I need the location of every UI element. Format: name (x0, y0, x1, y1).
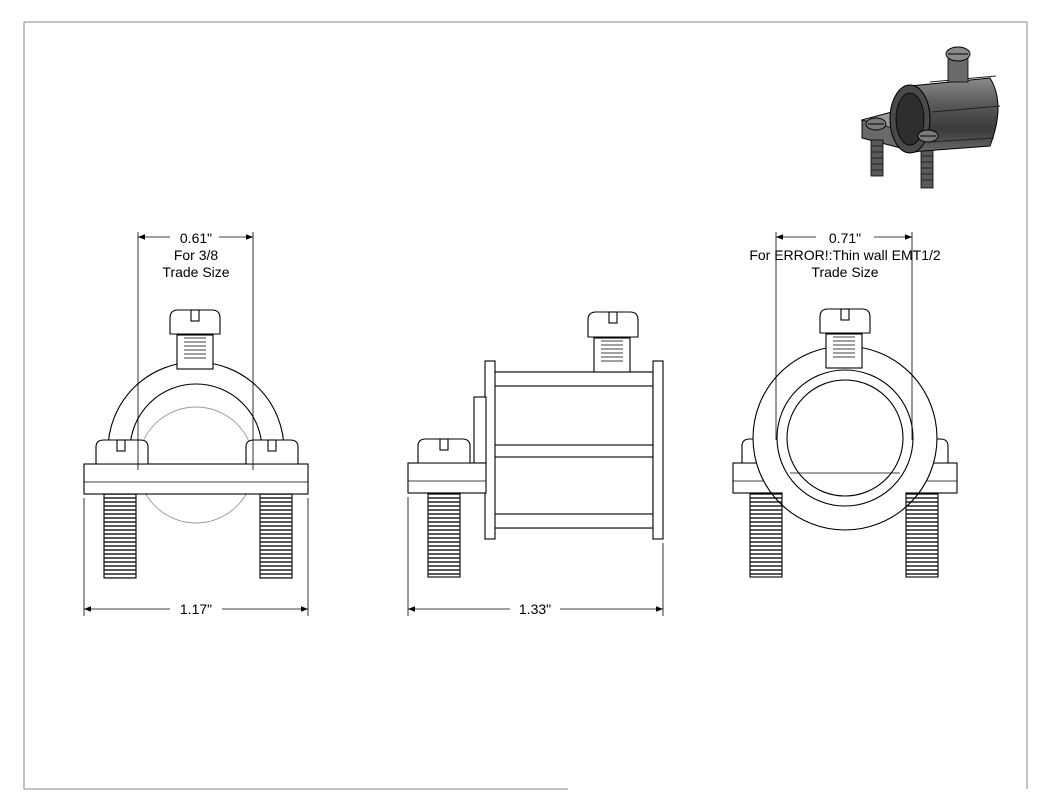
right-screw-shank-left (259, 493, 293, 579)
opening-note-line1-right: For ERROR!:Thin wall EMT1/2 (749, 247, 941, 263)
opening-note-line1-left: For 3/8 (174, 247, 219, 263)
base-plate-side (407, 462, 487, 494)
boss-thread-left (184, 337, 206, 359)
sheet-border (23, 21, 1028, 790)
saddle-strap-left (107, 361, 285, 451)
left-screw-shank-left (103, 493, 137, 579)
side-view: 1.33" (407, 311, 664, 617)
body-inner-right (776, 369, 914, 507)
front-view-left: 0.61" For 3/8 Trade Size 1.17" (83, 230, 309, 617)
opening-note-line2-left: Trade Size (162, 264, 229, 280)
left-screw-shank-right (749, 492, 783, 578)
screw-boss-side (593, 337, 631, 373)
left-clamp-screw-head-left (95, 439, 149, 465)
screw-shank-side (427, 492, 461, 578)
length-dim-side: 1.33" (519, 601, 551, 617)
opening-dim-left: 0.61" (180, 230, 212, 246)
width-dim-left: 1.17" (180, 601, 212, 617)
bore-right (786, 379, 904, 497)
right-clamp-screw-head-left (245, 439, 299, 465)
opening-dim-right: 0.71" (829, 230, 861, 246)
isometric-view (860, 46, 1001, 189)
top-screw-head-right (819, 308, 871, 334)
screw-boss-right (825, 333, 863, 369)
top-screw-head-left (169, 309, 221, 335)
clamp-screw-head-side (417, 438, 471, 464)
right-screw-shank-right (905, 492, 939, 578)
flange-right-side (652, 360, 664, 540)
top-screw-head-side (587, 311, 639, 338)
front-view-right: 0.71" For ERROR!:Thin wall EMT1/2 Trade … (732, 230, 958, 578)
base-plate-left (83, 463, 309, 495)
opening-note-line2-right: Trade Size (811, 264, 878, 280)
screw-boss-left (176, 334, 214, 370)
